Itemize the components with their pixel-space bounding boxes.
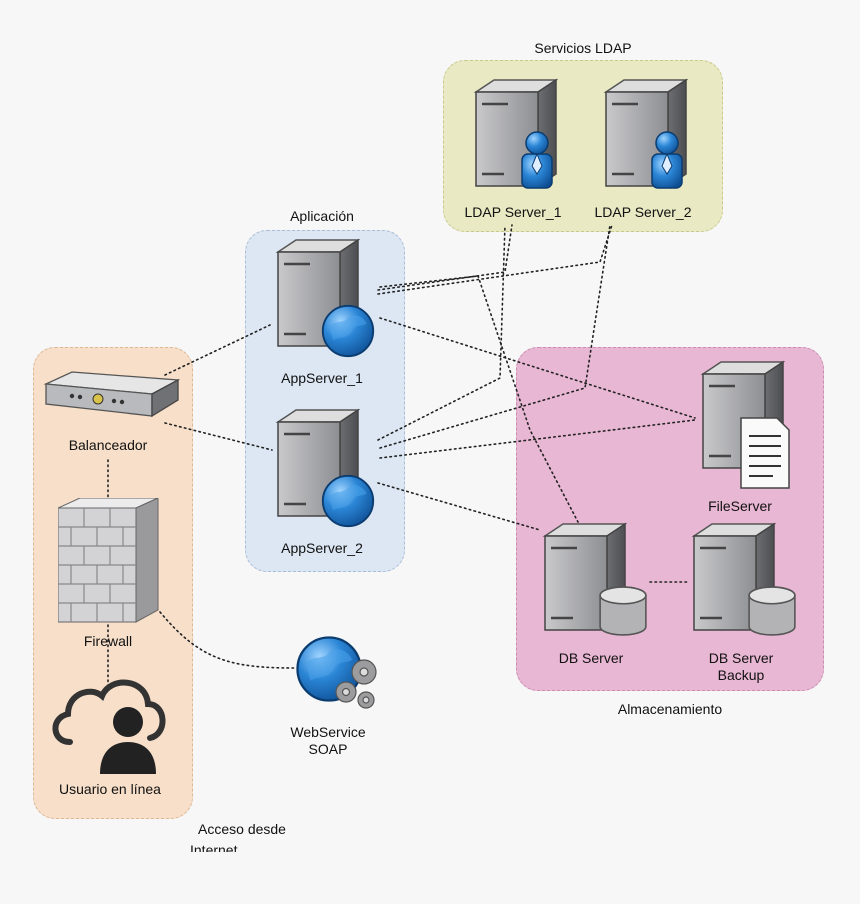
ldap-server-1-icon[interactable]	[468, 78, 564, 196]
access-line2-text: Internet	[190, 842, 238, 852]
label-appserver-2: AppServer_2	[281, 540, 363, 556]
dbserver-backup-icon[interactable]	[686, 522, 798, 642]
group-title-access-line2: Internet	[190, 842, 320, 852]
label-firewall: Firewall	[83, 633, 133, 649]
webservice-globe-icon[interactable]	[292, 630, 384, 714]
appserver-1-icon[interactable]	[270, 238, 380, 360]
group-title-access: Acceso desde	[198, 821, 286, 837]
dbserver-icon[interactable]	[537, 522, 649, 642]
group-title-storage: Almacenamiento	[617, 701, 723, 717]
conn-app1-ldap2	[377, 224, 613, 295]
label-balancer: Balanceador	[68, 437, 148, 453]
conn-app2-db	[377, 482, 541, 531]
label-ldap-server-2: LDAP Server_2	[594, 204, 692, 220]
label-dbserver: DB Server	[558, 650, 624, 666]
ldap-server-2-icon[interactable]	[598, 78, 694, 196]
label-appserver-1: AppServer_1	[281, 370, 363, 386]
rack-balancer-icon[interactable]	[42, 370, 182, 422]
cloud-user-icon[interactable]	[44, 672, 172, 776]
label-webservice-line1: WebService	[290, 724, 366, 740]
appserver-2-icon[interactable]	[270, 408, 380, 530]
document-icon	[740, 417, 790, 489]
conn-app1-fileserver	[379, 317, 696, 419]
gears-icon	[335, 659, 377, 709]
conn-app2-ldap1	[377, 224, 506, 441]
label-fileserver: FileServer	[708, 498, 772, 514]
label-ldap-server-1: LDAP Server_1	[464, 204, 562, 220]
conn-app2-fileserver	[379, 419, 696, 459]
label-webservice-line2: SOAP	[308, 741, 348, 757]
conn-firewall-webservice	[159, 611, 296, 669]
conn-ldap-db	[477, 275, 579, 523]
conn-balancer-app2	[164, 422, 273, 451]
group-title-ldap: Servicios LDAP	[534, 40, 632, 56]
label-dbbackup-line1: DB Server	[708, 650, 774, 666]
conn-app2-ldap2	[379, 224, 611, 449]
label-user: Usuario en línea	[59, 781, 161, 797]
conn-app1-ldap1	[377, 224, 513, 291]
label-webservice: WebService SOAP	[268, 724, 388, 758]
label-dbserver-backup: DB Server Backup	[681, 650, 801, 684]
conn-app1-ldap1b	[379, 275, 479, 288]
firewall-icon[interactable]	[58, 498, 162, 624]
label-dbbackup-line2: Backup	[717, 667, 765, 683]
fileserver-icon[interactable]	[695, 360, 795, 490]
group-title-app: Aplicación	[290, 208, 354, 224]
conn-balancer-app1	[164, 324, 271, 376]
